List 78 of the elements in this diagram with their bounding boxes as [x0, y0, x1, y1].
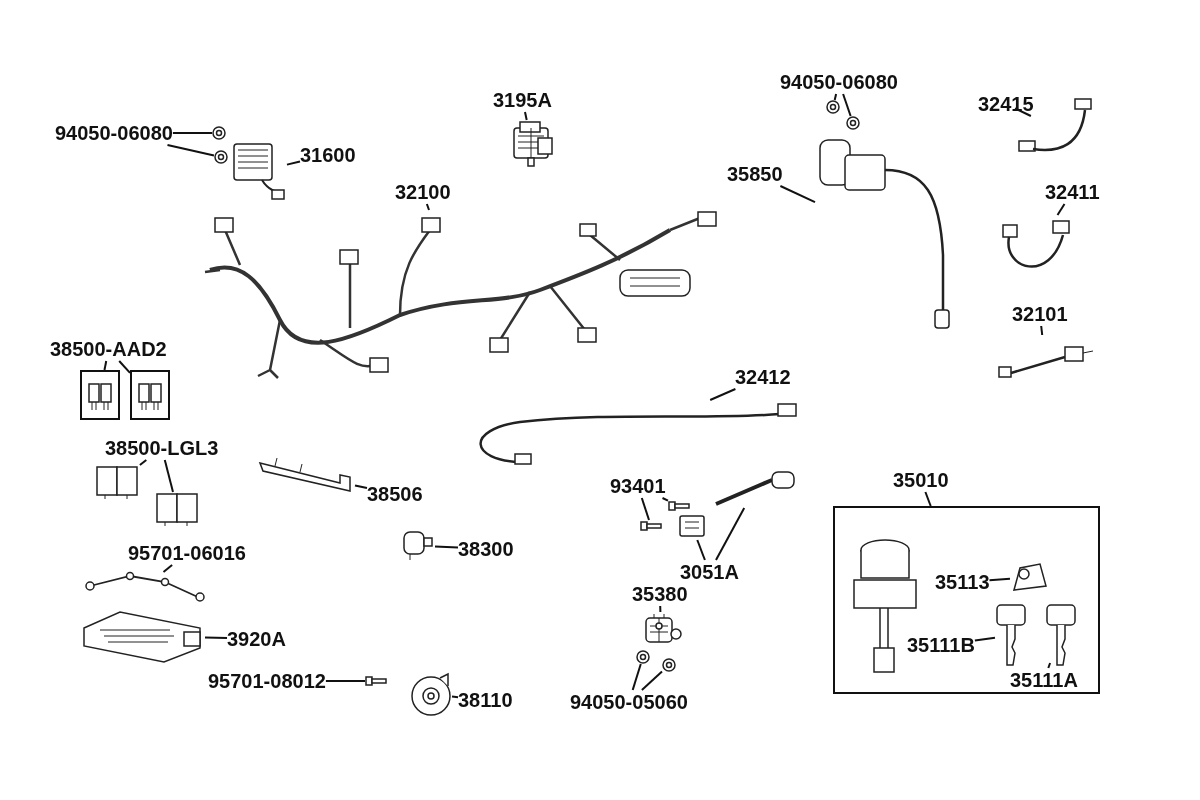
horn-drawing — [410, 672, 452, 717]
leader-line — [779, 185, 816, 204]
leader-line — [162, 564, 174, 573]
screw-drawing — [668, 500, 690, 512]
kit-frame — [833, 506, 1100, 694]
leader-line — [354, 484, 368, 490]
relay-drawing — [95, 465, 140, 500]
leader-line — [988, 577, 1011, 582]
leader-line — [661, 497, 669, 502]
part-number: 93401 — [610, 474, 666, 498]
leader-line — [1047, 662, 1052, 669]
connector-drawing — [677, 512, 707, 540]
part-number: 32411 — [1045, 180, 1100, 204]
part-number: 38506 — [367, 482, 423, 506]
part-number: 95701-06016 — [128, 541, 246, 565]
leader-line — [631, 663, 642, 691]
leader-line — [696, 539, 706, 561]
part-number: 3195A — [493, 88, 552, 112]
leader-line — [973, 636, 996, 642]
nut-drawing — [214, 150, 228, 164]
part-number: 31600 — [300, 143, 356, 167]
nut-drawing — [212, 126, 226, 140]
leader-line — [451, 695, 459, 699]
leader-line — [434, 545, 459, 549]
leader-line — [709, 388, 737, 401]
leader-line — [118, 360, 131, 374]
leader-line — [715, 507, 746, 561]
leader-line — [204, 636, 228, 640]
leader-line — [1056, 203, 1066, 216]
leader-line — [163, 459, 174, 493]
leader-line — [1040, 325, 1044, 336]
leader-line — [924, 491, 932, 507]
leader-line — [103, 360, 108, 371]
leader-line — [659, 605, 662, 613]
part-number: 32100 — [395, 180, 451, 204]
part-number: 38500-AAD2 — [50, 337, 167, 361]
nut-drawing — [636, 650, 650, 664]
part-number: 3920A — [227, 627, 286, 651]
leader-line — [166, 144, 215, 157]
leader-line — [138, 459, 148, 466]
part-number: 32101 — [1012, 302, 1068, 326]
solenoid-drawing — [400, 528, 435, 563]
leader-line — [324, 680, 366, 682]
screw-drawing — [640, 520, 662, 532]
part-number: 35113 — [935, 570, 990, 594]
leader-line — [286, 160, 301, 166]
part-number: 32415 — [978, 92, 1034, 116]
part-number: 94050-06080 — [55, 121, 173, 145]
part-number: 38110 — [458, 688, 513, 712]
key-drawing — [1045, 603, 1077, 663]
part-number: 32412 — [735, 365, 791, 389]
part-number: 94050-06080 — [780, 70, 898, 94]
leader-line — [640, 497, 650, 521]
leader-line — [524, 111, 528, 121]
part-number: 35380 — [632, 582, 688, 606]
part-number: 38300 — [458, 537, 514, 561]
leader-line — [171, 132, 213, 134]
part-number: 38500-LGL3 — [105, 436, 219, 460]
leader-line — [842, 93, 852, 117]
part-number: 3051A — [680, 560, 739, 584]
leader-line — [833, 93, 838, 101]
part-number: 35850 — [727, 162, 783, 186]
spark-plug-cap-drawing — [712, 470, 797, 508]
fuse-drawing — [80, 370, 120, 420]
nut-drawing — [846, 116, 860, 130]
nut-drawing — [662, 658, 676, 672]
part-number: 95701-08012 — [208, 669, 326, 693]
part-number: 35111B — [907, 633, 975, 657]
nut-drawing — [826, 100, 840, 114]
regulator-drawing — [232, 140, 287, 202]
leader-line — [640, 670, 663, 691]
key-drawing — [995, 603, 1027, 668]
fuse-drawing — [130, 370, 170, 420]
part-number: 35111A — [1010, 668, 1078, 692]
leader-line — [425, 203, 430, 211]
part-number: 94050-05060 — [570, 690, 688, 714]
part-number: 35010 — [893, 468, 949, 492]
relay-drawing — [155, 492, 200, 527]
